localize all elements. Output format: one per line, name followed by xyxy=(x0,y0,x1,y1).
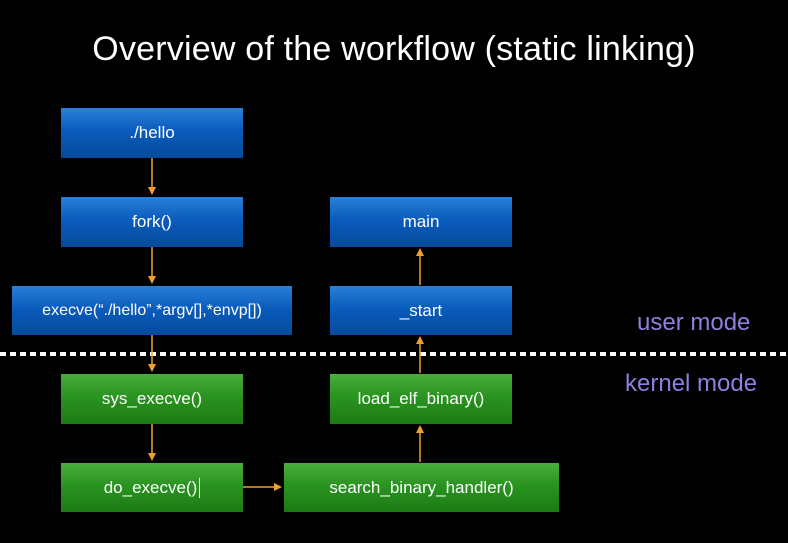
box-main-label: main xyxy=(402,212,440,231)
box-start: _start xyxy=(330,286,512,335)
slide-title: Overview of the workflow (static linking… xyxy=(92,30,696,68)
box-main: main xyxy=(330,197,512,247)
box-hello: ./hello xyxy=(61,108,243,158)
user-mode-label: user mode xyxy=(637,309,751,336)
box-load-elf-binary: load_elf_binary() xyxy=(330,374,512,424)
box-hello-label: ./hello xyxy=(129,123,175,142)
text-cursor xyxy=(199,477,201,498)
box-search-binary-handler: search_binary_handler() xyxy=(284,463,559,512)
box-execve-label: execve(“./hello”,*argv[],*envp[]) xyxy=(42,301,262,319)
box-do-execve-label: do_execve() xyxy=(103,477,198,497)
box-fork: fork() xyxy=(61,197,243,247)
box-execve: execve(“./hello”,*argv[],*envp[]) xyxy=(12,286,292,335)
box-start-label: _start xyxy=(399,300,443,320)
kernel-mode-label: kernel mode xyxy=(625,370,758,397)
box-do-execve: do_execve() xyxy=(61,463,243,512)
box-load-elf-binary-label: load_elf_binary() xyxy=(357,389,485,408)
box-fork-label: fork() xyxy=(132,212,172,231)
box-sys-execve-label: sys_execve() xyxy=(101,389,203,408)
box-search-binary-handler-label: search_binary_handler() xyxy=(329,477,514,497)
box-sys-execve: sys_execve() xyxy=(61,374,243,424)
